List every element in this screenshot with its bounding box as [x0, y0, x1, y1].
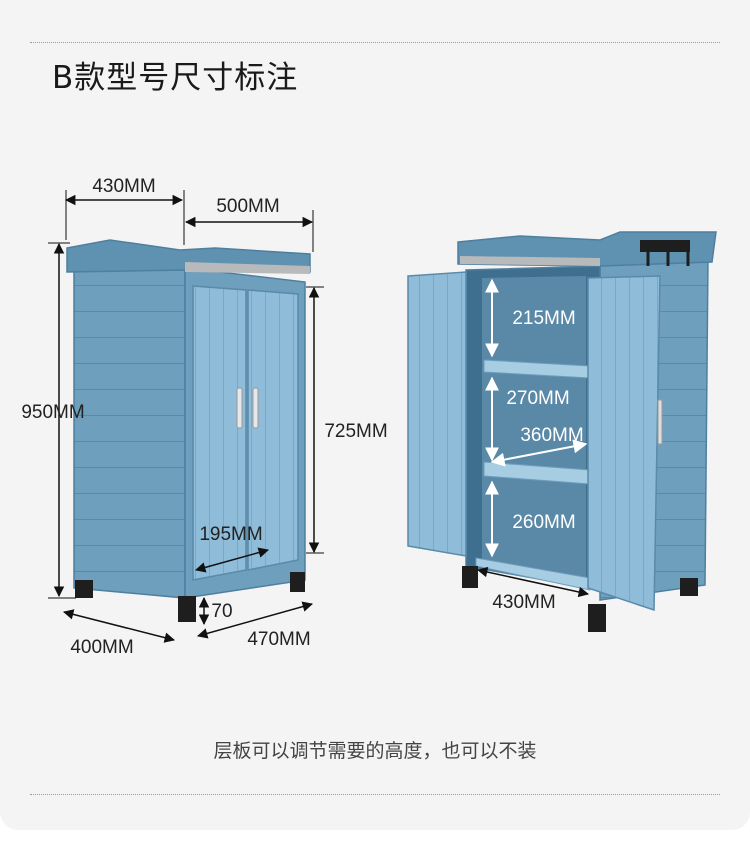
bottom-width-label: 430MM: [492, 592, 555, 613]
shelf-depth-label: 360MM: [520, 425, 583, 446]
base-depth-label: 400MM: [70, 637, 133, 658]
height-total-label: 950MM: [21, 402, 84, 423]
top-divider: [30, 42, 720, 43]
right-cabinet: [407, 231, 717, 632]
shelf-gap-middle-label: 270MM: [506, 388, 569, 409]
left-cabinet: [66, 239, 311, 622]
door-height-label: 725MM: [324, 421, 387, 442]
inner-depth-label: 195MM: [199, 524, 262, 545]
base-width-label: 470MM: [247, 629, 310, 650]
bottom-divider: [30, 794, 720, 795]
shelf-gap-top-label: 215MM: [512, 308, 575, 329]
page-title: B款型号尺寸标注: [52, 60, 299, 96]
depth-top-label: 430MM: [92, 176, 155, 197]
width-top-label: 500MM: [216, 196, 279, 217]
shelf-gap-bottom-label: 260MM: [512, 512, 575, 533]
left-dimensions: 430MM 500MM 950MM 725MM 195MM 70 400MM 4…: [21, 176, 387, 658]
right-dimensions: 215MM 270MM 360MM 260MM 430MM: [476, 278, 590, 613]
caption: 层板可以调节需要的高度，也可以不装: [213, 740, 537, 762]
leg-height-label: 70: [211, 601, 232, 622]
